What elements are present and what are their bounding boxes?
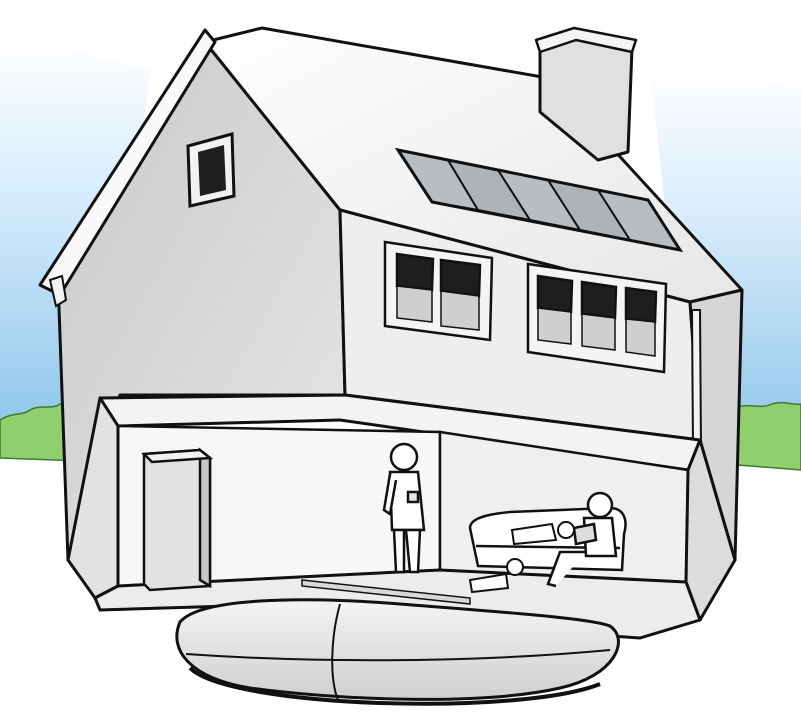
heat-pump-unit	[144, 450, 210, 590]
upper-window-right	[528, 264, 666, 372]
upper-window-left	[385, 242, 492, 340]
attic-window	[188, 134, 234, 206]
